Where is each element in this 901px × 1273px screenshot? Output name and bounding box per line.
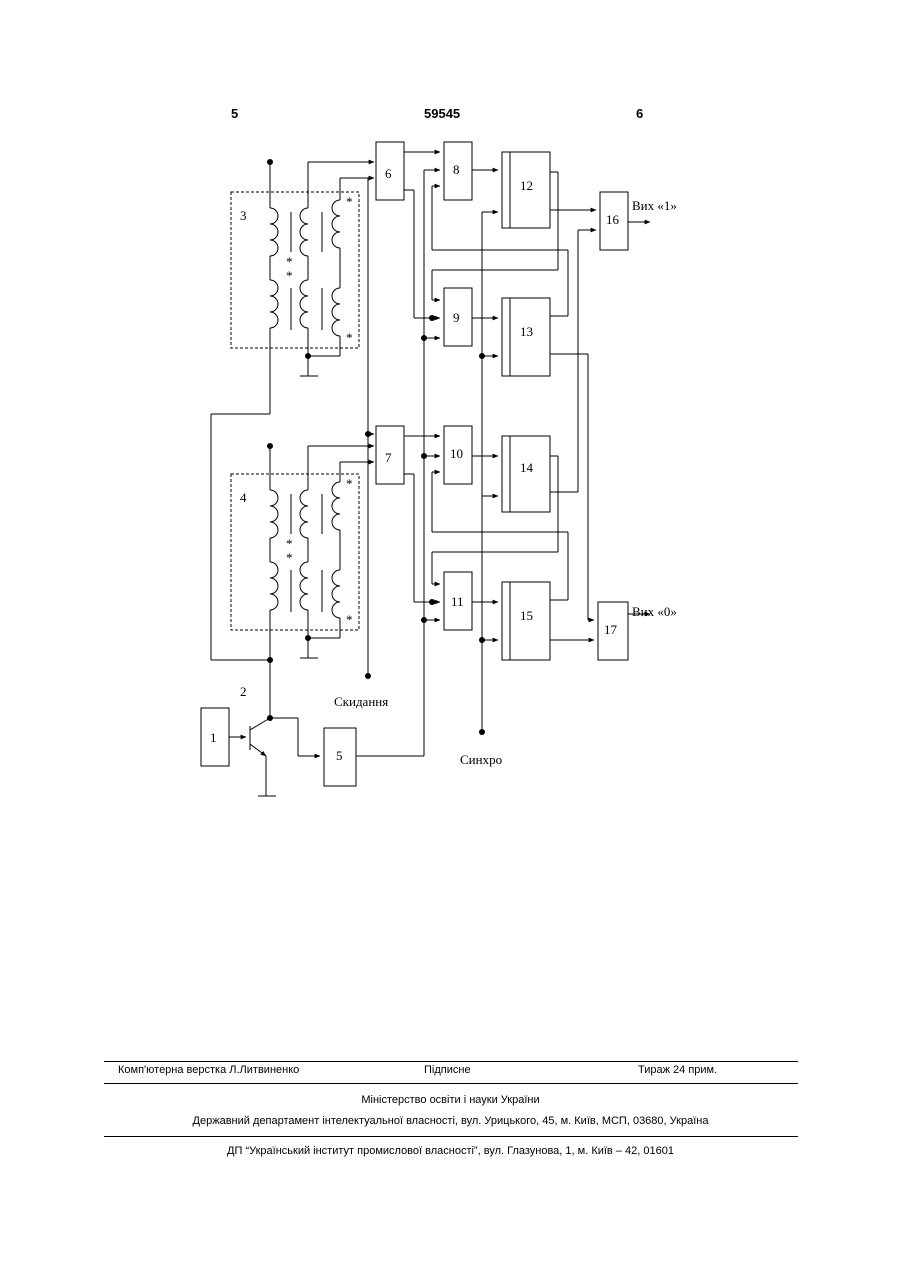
ministry-line: Міністерство освіти і науки України <box>0 1094 901 1106</box>
sync-label: Синхро <box>460 752 502 767</box>
label-4: 4 <box>240 490 247 505</box>
output-zero-label: Вих «0» <box>632 604 677 619</box>
circuit-diagram: **** **** 1 2 3 4 5 6 7 8 9 10 11 12 13 … <box>0 0 901 900</box>
label-6: 6 <box>385 166 392 181</box>
label-13: 13 <box>520 324 533 339</box>
svg-text:*: * <box>286 268 293 283</box>
svg-text:*: * <box>286 254 293 269</box>
svg-text:*: * <box>286 536 293 551</box>
output-one-label: Вих «1» <box>632 198 677 213</box>
circulation-note: Тираж 24 прим. <box>638 1064 717 1076</box>
transformer-3-mid-coil <box>300 208 308 328</box>
label-1: 1 <box>210 730 217 745</box>
signed-note: Підписне <box>424 1064 471 1076</box>
label-5: 5 <box>336 748 343 763</box>
footer-rule-middle <box>104 1083 798 1084</box>
label-7: 7 <box>385 450 392 465</box>
transformer-4-mid-coil <box>300 490 308 610</box>
transformer-4-right-coil <box>332 482 340 618</box>
typesetting-credit: Комп'ютерна верстка Л.Литвиненко <box>118 1064 299 1076</box>
svg-text:*: * <box>346 612 353 627</box>
label-2: 2 <box>240 684 247 699</box>
reset-label: Скидання <box>334 694 388 709</box>
label-10: 10 <box>450 446 463 461</box>
transformer-3-right-coil <box>332 200 340 336</box>
svg-text:*: * <box>346 194 353 209</box>
transformer-4-left-coil <box>270 490 278 610</box>
transformer-3-left-coil <box>270 208 278 328</box>
footer-rule-bottom <box>104 1136 798 1137</box>
label-9: 9 <box>453 310 460 325</box>
label-8: 8 <box>453 162 460 177</box>
label-3: 3 <box>240 208 247 223</box>
label-17: 17 <box>604 622 618 637</box>
label-11: 11 <box>451 594 464 609</box>
footer-rule-top <box>104 1061 798 1062</box>
svg-text:*: * <box>286 550 293 565</box>
institute-line: ДП “Український інститут промислової вла… <box>0 1145 901 1157</box>
label-12: 12 <box>520 178 533 193</box>
department-line: Державний департамент інтелектуальної вл… <box>0 1115 901 1127</box>
label-14: 14 <box>520 460 534 475</box>
label-16: 16 <box>606 212 620 227</box>
label-15: 15 <box>520 608 533 623</box>
svg-text:*: * <box>346 330 353 345</box>
svg-text:*: * <box>346 476 353 491</box>
